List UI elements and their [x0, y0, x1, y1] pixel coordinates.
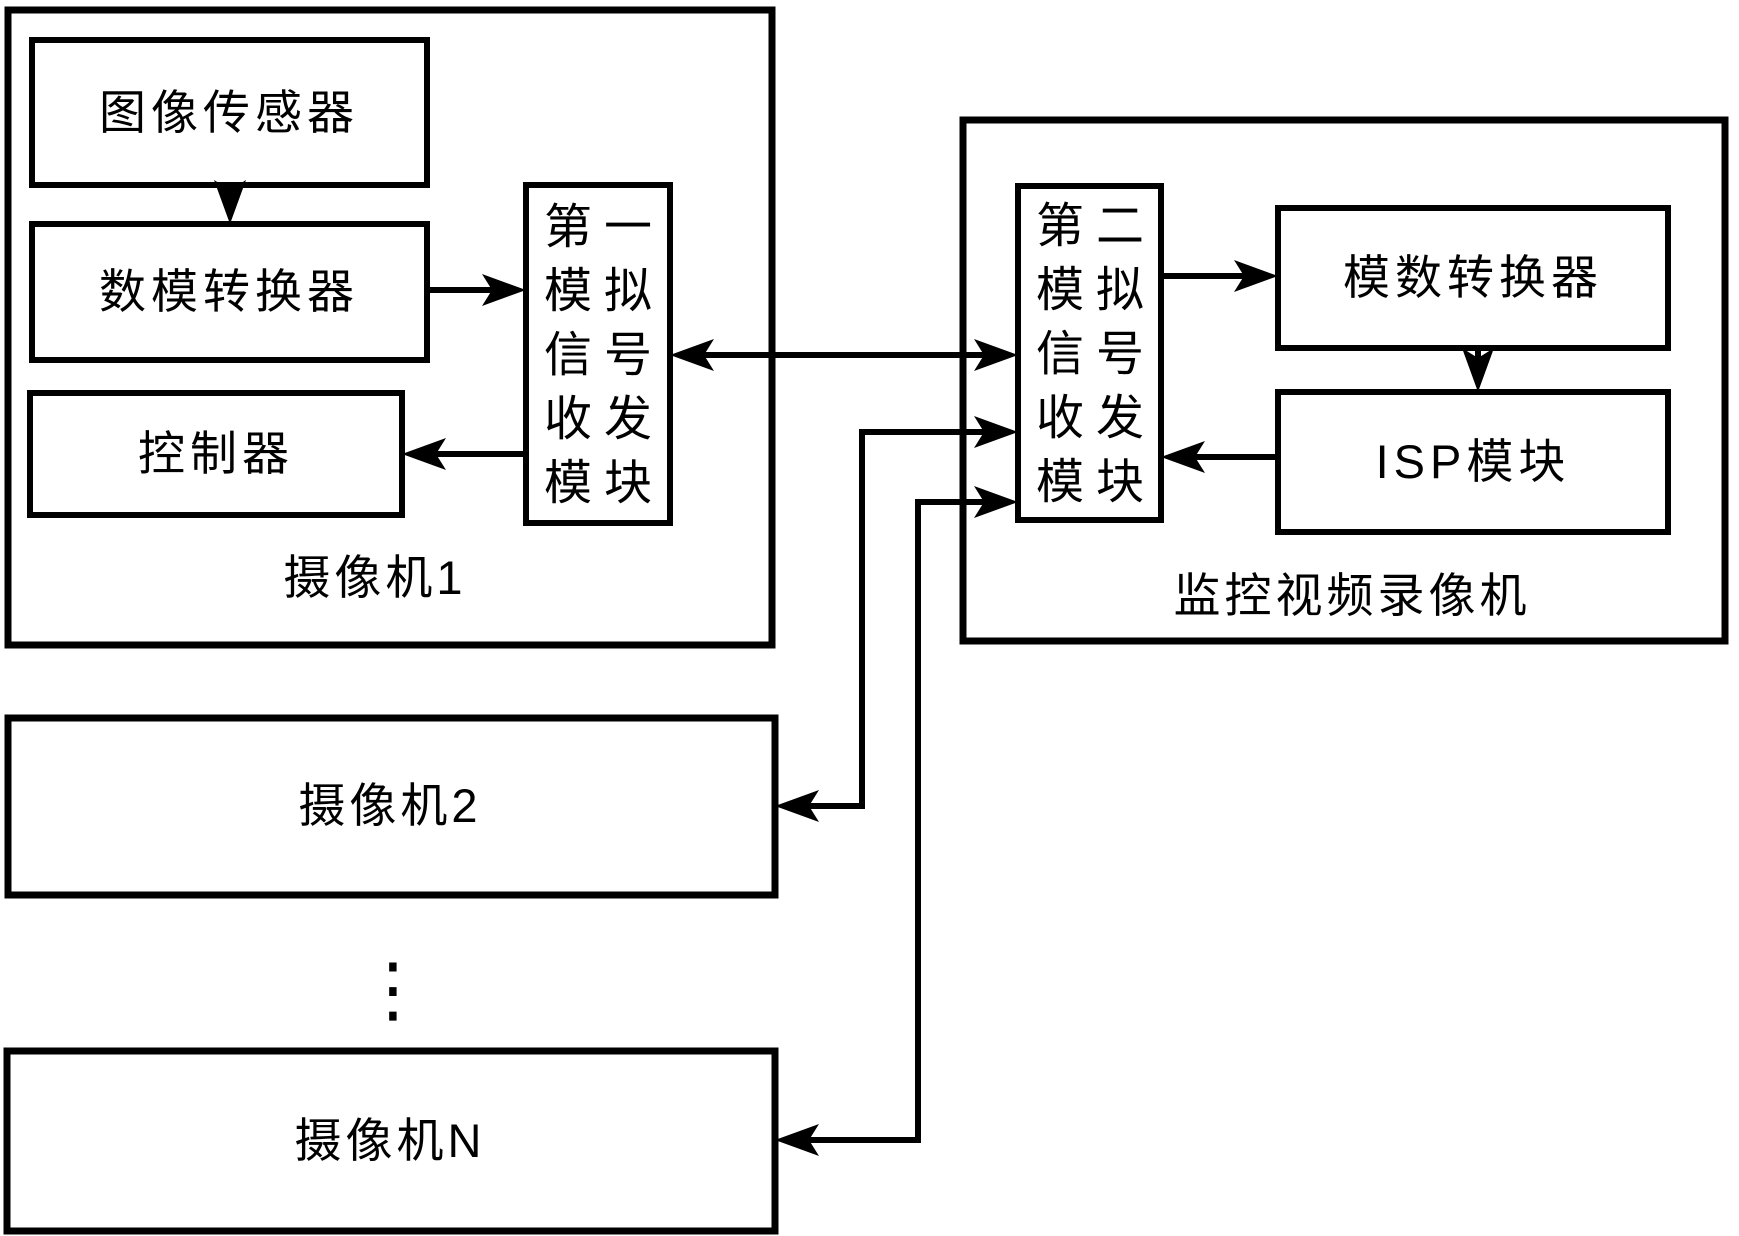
transceiver2-text-row: 收发 [1036, 392, 1156, 445]
arrow-adc-to-isp [1462, 348, 1494, 392]
dac-box [29, 221, 430, 363]
transceiver1-text-row: 模块 [544, 457, 664, 510]
arrow-camera2-recorder [775, 416, 1018, 822]
cameraN-group: 摄像机N [3, 1047, 779, 1235]
isp-box [1275, 389, 1671, 535]
arrow-cameraN-recorder [775, 486, 1018, 1156]
transceiver1-box [523, 182, 673, 526]
camera1-label: 摄像机1 [283, 551, 466, 604]
arrow-sensor-to-dac [214, 180, 246, 224]
transceiver2-text-row: 第二 [1036, 200, 1156, 253]
arrow-dac-to-transceiver1 [427, 274, 526, 306]
arrowhead-left [402, 438, 446, 470]
arrowhead-right [974, 486, 1018, 518]
arrow-shaft [809, 429, 984, 809]
transceiver2-text-row: 模拟 [1036, 264, 1156, 317]
camera2-label: 摄像机2 [298, 779, 481, 832]
arrowhead-right [974, 416, 1018, 448]
camera2-border [4, 714, 779, 899]
arrow-transceiver1-to-controller [402, 438, 526, 470]
transceiver1-text-row: 第一 [544, 201, 664, 254]
arrowhead-left [670, 339, 714, 371]
camera1-border [4, 6, 776, 649]
cameraN-label: 摄像机N [295, 1114, 486, 1167]
camera2-group: 摄像机2 [4, 714, 779, 899]
arrowhead-left [775, 790, 819, 822]
image-sensor-label: 图像传感器 [99, 86, 359, 139]
transceiver2-box [1015, 183, 1164, 523]
dac-label: 数模转换器 [99, 265, 359, 318]
transceiver1-text-row: 信号 [544, 329, 664, 382]
arrow-shaft [809, 499, 984, 1143]
arrowhead-left [775, 1124, 819, 1156]
arrow-isp-to-transceiver2 [1161, 441, 1278, 473]
recorder-label: 监控视频录像机 [1174, 569, 1531, 622]
vertical-ellipsis: ⋮ [357, 950, 429, 1030]
camera1-group: 摄像机1 图像传感器 数模转换器 控制器 第一 模拟 信号 收发 模块 [4, 6, 776, 649]
adc-box [1275, 205, 1671, 351]
arrowhead-right [974, 339, 1018, 371]
transceiver1-text-row: 模拟 [544, 265, 664, 318]
cameraN-border [3, 1047, 779, 1235]
isp-label: ISP模块 [1376, 435, 1571, 488]
arrowhead-down [214, 180, 246, 224]
recorder-group: 监控视频录像机 第二 模拟 信号 收发 模块 模数转换器 ISP模块 [959, 116, 1729, 645]
arrow-transceiver2-to-adc [1161, 260, 1278, 292]
arrowhead-down [1462, 348, 1494, 392]
arrowhead-right [1234, 260, 1278, 292]
transceiver2-text-row: 信号 [1036, 328, 1156, 381]
arrow-camera1-recorder [670, 339, 1018, 371]
adc-label: 模数转换器 [1343, 251, 1603, 304]
arrowhead-left [1161, 441, 1205, 473]
recorder-border [959, 116, 1729, 645]
arrowhead-right [482, 274, 526, 306]
controller-label: 控制器 [138, 427, 294, 480]
transceiver1-text-row: 收发 [544, 393, 664, 446]
transceiver2-text-row: 模块 [1036, 456, 1156, 509]
